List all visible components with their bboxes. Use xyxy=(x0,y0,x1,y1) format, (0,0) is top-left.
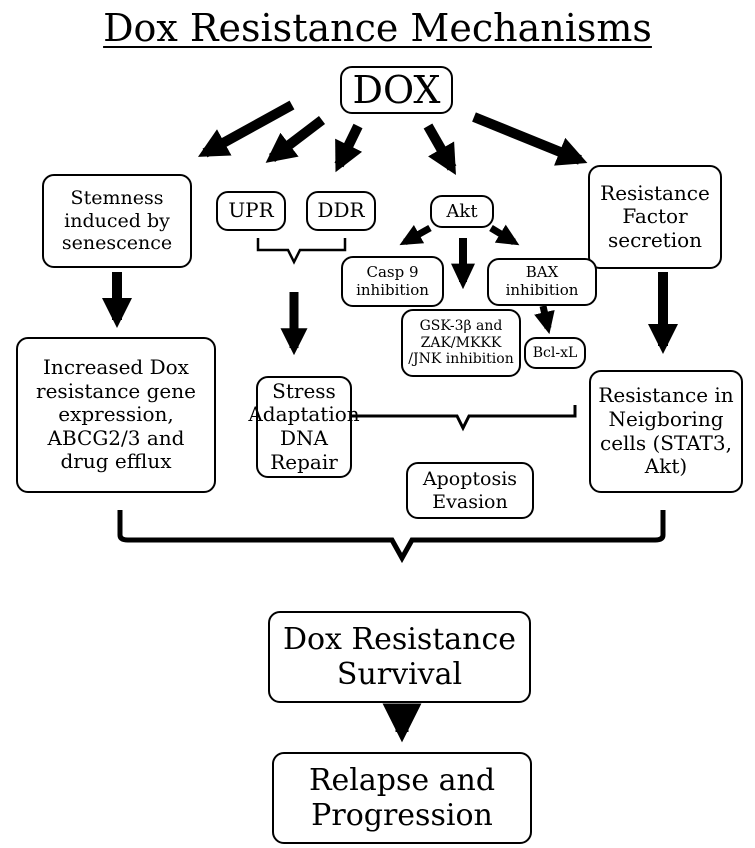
node-dox: DOX xyxy=(340,66,453,114)
node-relapse-progression: Relapse and Progression xyxy=(272,752,532,844)
arrow-akt-to-casp9 xyxy=(399,224,432,246)
node-dox-resistance-survival: Dox Resistance Survival xyxy=(268,611,531,703)
bracket-bottom xyxy=(117,510,666,564)
node-stemness: Stemness induced by senescence xyxy=(42,174,192,268)
arrow-dox-to-upr xyxy=(265,116,326,163)
node-ddr: DDR xyxy=(306,191,376,231)
node-bclxl: Bcl-xL xyxy=(524,337,586,369)
node-gsk: GSK-3β and ZAK/MKKK /JNK inhibition xyxy=(401,309,521,377)
arrow-dox-to-stemness xyxy=(197,100,295,158)
node-casp9: Casp 9 inhibition xyxy=(341,256,444,307)
node-bax: BAX inhibition xyxy=(487,258,597,306)
diagram-title: Dox Resistance Mechanisms xyxy=(103,6,652,50)
node-neighboring-cells: Resistance in Neigboring cells (STAT3, A… xyxy=(589,370,743,493)
arrow-bax-to-bclxl xyxy=(534,305,555,335)
node-stress-adaptation: Stress Adaptation DNA Repair xyxy=(248,376,360,478)
arrow-dox-to-akt xyxy=(423,123,457,175)
arrow-akt-to-bax xyxy=(489,224,520,246)
node-akt: Akt xyxy=(430,195,494,228)
node-increased-dox: Increased Dox resistance gene expression… xyxy=(16,337,216,493)
bracket-upr-ddr xyxy=(256,238,347,265)
node-resistance-factor: Resistance Factor secretion xyxy=(588,165,722,269)
arrow-dox-to-resistance-factor xyxy=(472,112,588,166)
node-upr: UPR xyxy=(216,191,286,231)
arrow-dox-to-ddr xyxy=(334,123,363,173)
bracket-apoptosis xyxy=(343,405,577,432)
node-apoptosis-evasion: Apoptosis Evasion xyxy=(406,462,534,519)
